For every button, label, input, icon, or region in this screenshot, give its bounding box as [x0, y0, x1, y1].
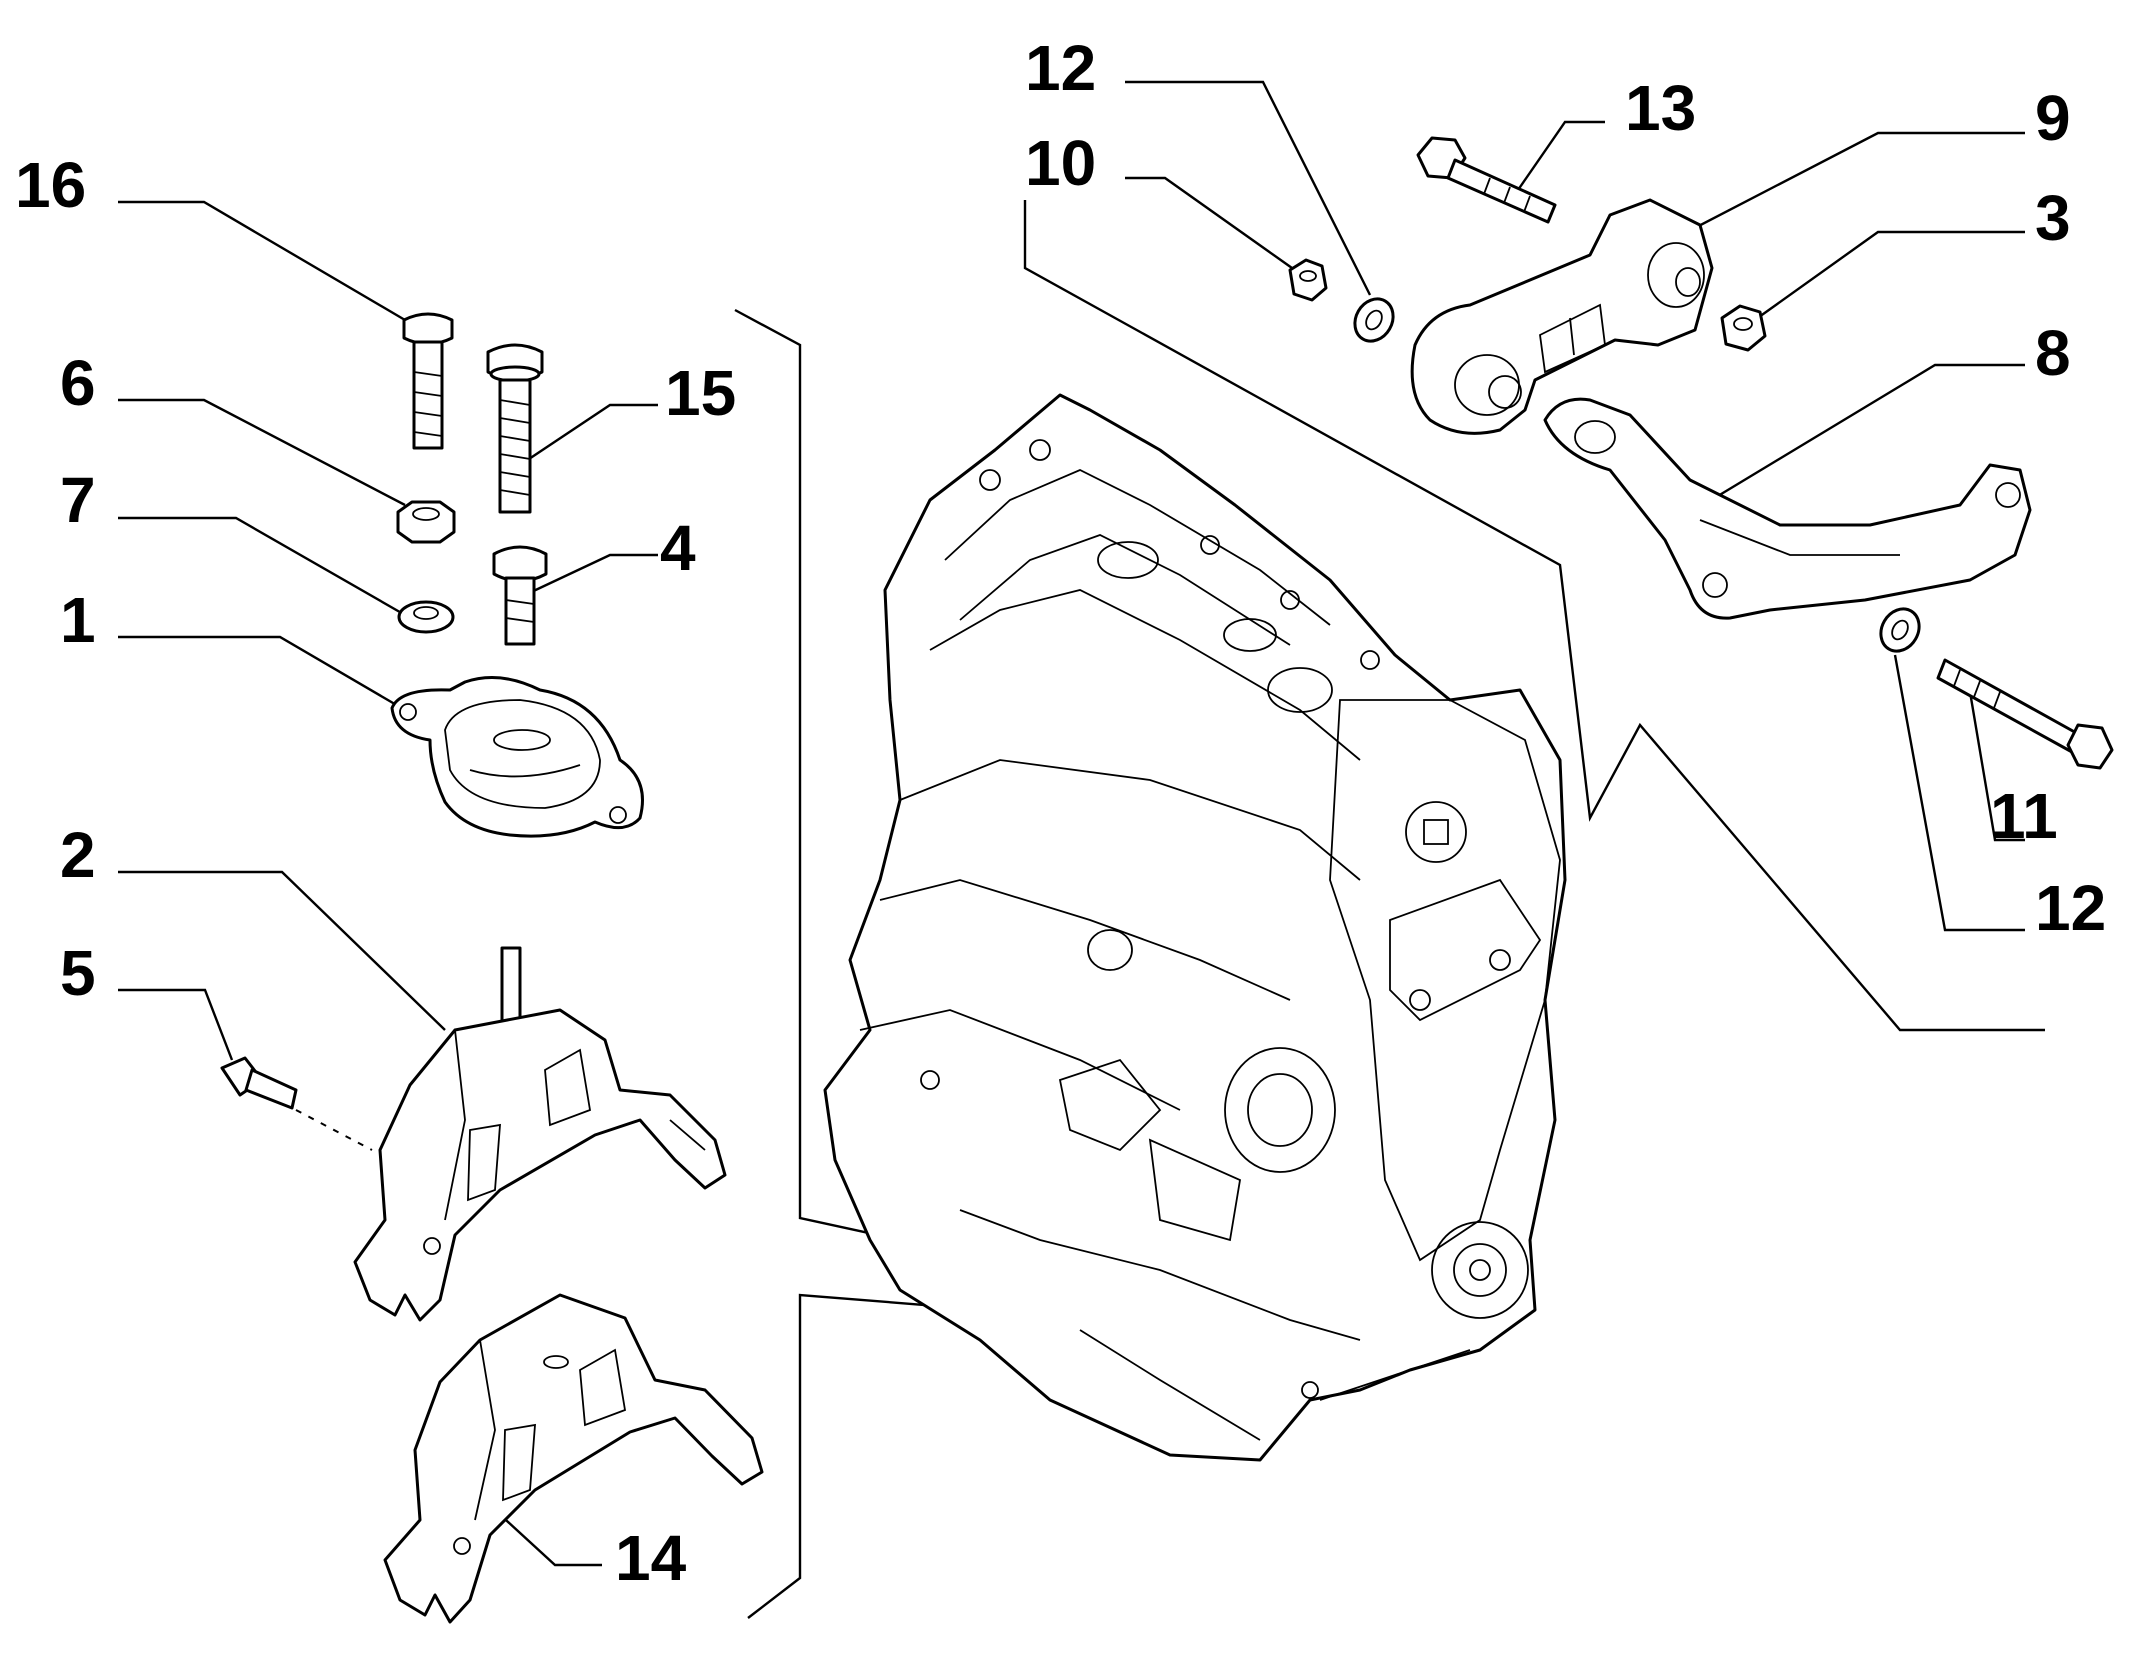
leader-4 [524, 553, 658, 597]
engine-block [823, 393, 1567, 1462]
bolt-11 [1936, 658, 2114, 770]
leader-lines [118, 80, 2025, 1567]
callout-4: 4 [660, 512, 696, 584]
washer-7 [397, 600, 455, 634]
bolt-16 [402, 312, 454, 450]
leader-3 [1751, 230, 2025, 323]
leader-12-top [1125, 80, 1372, 296]
callout-13: 13 [1625, 72, 1696, 144]
callout-3: 3 [2035, 182, 2071, 254]
nut-6 [396, 500, 456, 544]
callout-11: 11 [1990, 780, 2058, 852]
callout-6: 6 [60, 347, 96, 419]
callout-12-bottom: 12 [2035, 872, 2106, 944]
leader-13 [1517, 120, 1605, 191]
leader-8 [1702, 363, 2025, 507]
leader-16 [118, 200, 406, 322]
callout-16: 16 [15, 149, 86, 221]
leader-6 [118, 398, 406, 507]
leader-11 [1966, 679, 2025, 842]
callout-5: 5 [60, 937, 96, 1009]
leader-14 [494, 1509, 602, 1567]
bolt-5 [220, 1056, 373, 1151]
leader-2 [118, 870, 446, 1031]
callout-9: 9 [2035, 82, 2071, 154]
callout-1: 1 [60, 584, 96, 656]
washer-12-top [1353, 297, 1395, 343]
leader-10 [1125, 176, 1293, 269]
callout-12-top: 12 [1025, 32, 1096, 104]
leader-5 [118, 988, 234, 1061]
washer-12-bottom [1879, 607, 1921, 653]
callout-15: 15 [665, 357, 736, 429]
leader-15 [519, 403, 658, 466]
engine-mount-1 [390, 676, 644, 838]
bolt-4 [492, 545, 548, 646]
callout-7: 7 [60, 464, 96, 536]
bracket-2 [353, 946, 727, 1322]
bolt-15 [486, 343, 544, 514]
bracket-8 [1543, 397, 2032, 620]
callout-10: 10 [1025, 127, 1096, 199]
leader-12-bottom [1893, 654, 2025, 932]
leader-7 [118, 516, 406, 617]
callout-2: 2 [60, 819, 96, 891]
callout-8: 8 [2035, 317, 2071, 389]
callout-labels: 16 6 7 1 2 5 15 4 14 12 10 13 9 3 8 11 1… [15, 32, 2106, 1594]
nut-10 [1288, 258, 1328, 302]
right-bracket [1023, 200, 2045, 1032]
leader-9 [1661, 131, 2025, 247]
bolt-13 [1416, 136, 1557, 224]
nut-3 [1720, 304, 1767, 352]
leader-1 [118, 635, 406, 712]
callout-14: 14 [615, 1522, 687, 1594]
torque-rod-9 [1410, 198, 1714, 435]
bracket-14 [383, 1293, 764, 1624]
